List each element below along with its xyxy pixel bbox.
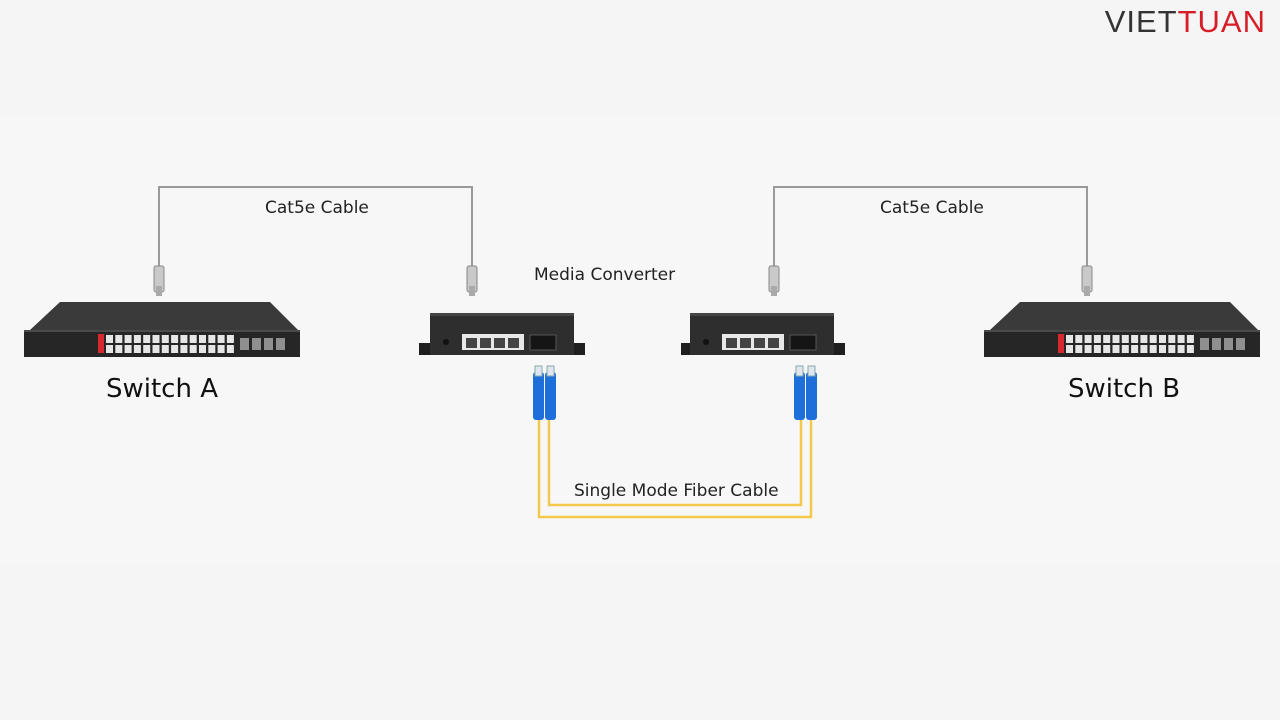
ethernet-port — [208, 345, 216, 353]
ethernet-port — [171, 335, 179, 343]
media-converter-right — [681, 313, 845, 355]
rj45-plug-icon — [768, 265, 780, 296]
ethernet-port — [115, 345, 123, 353]
ethernet-port — [152, 335, 160, 343]
sc-connector-icon — [794, 365, 817, 420]
ethernet-port — [1168, 335, 1176, 343]
ethernet-port — [1093, 345, 1101, 353]
ethernet-port — [1186, 345, 1194, 353]
ethernet-port — [1186, 335, 1194, 343]
ethernet-port — [199, 345, 206, 353]
ethernet-port — [106, 335, 113, 343]
ethernet-port — [1149, 345, 1157, 353]
ethernet-port — [124, 345, 132, 353]
switch-a-label: Switch A — [106, 374, 219, 404]
ethernet-port — [1131, 345, 1139, 353]
ethernet-port — [161, 335, 169, 343]
ethernet-port — [1112, 345, 1120, 353]
cat5e-cable-left-label: Cat5e Cable — [265, 198, 369, 218]
ethernet-port — [1121, 335, 1129, 343]
media-converter-label: Media Converter — [534, 265, 676, 285]
ethernet-port — [1177, 335, 1185, 343]
ethernet-port — [226, 345, 234, 353]
ethernet-port — [1131, 335, 1139, 343]
ethernet-port — [1168, 345, 1176, 353]
ethernet-port — [1121, 345, 1129, 353]
ethernet-port — [1103, 335, 1111, 343]
ethernet-port — [199, 335, 206, 343]
ethernet-port — [171, 345, 179, 353]
ethernet-port — [1093, 335, 1101, 343]
ethernet-port — [217, 345, 225, 353]
ethernet-port — [1140, 335, 1148, 343]
cat5e-cable-left — [158, 186, 473, 290]
ethernet-port — [133, 335, 141, 343]
viettuan-logo: VIETTUAN — [1104, 4, 1266, 39]
ethernet-port — [1140, 345, 1148, 353]
ethernet-port — [1112, 335, 1120, 343]
fiber-cable — [537, 420, 813, 519]
ethernet-port — [106, 345, 113, 353]
ethernet-port — [1075, 335, 1083, 343]
ethernet-port — [226, 335, 234, 343]
ethernet-port — [1103, 345, 1111, 353]
cat5e-cable-right-label: Cat5e Cable — [880, 198, 984, 218]
switch-b-device — [984, 302, 1260, 357]
rj45-plug-icon — [466, 265, 478, 296]
media-converter-left — [419, 313, 585, 355]
ethernet-port — [1075, 345, 1083, 353]
ethernet-port — [208, 335, 216, 343]
ethernet-port — [189, 345, 197, 353]
ethernet-port — [1066, 335, 1073, 343]
cat5e-cable-right — [773, 186, 1088, 290]
ethernet-port — [143, 335, 151, 343]
ethernet-port — [1149, 335, 1157, 343]
ethernet-port — [1177, 345, 1185, 353]
ethernet-port — [1159, 335, 1166, 343]
ethernet-port — [1159, 345, 1166, 353]
ethernet-port — [1066, 345, 1073, 353]
ethernet-port — [152, 345, 160, 353]
rj45-plug-icon — [153, 265, 165, 296]
switch-a-device — [24, 302, 300, 357]
fiber-cable-label: Single Mode Fiber Cable — [574, 481, 779, 501]
ethernet-port — [189, 335, 197, 343]
ethernet-port — [1084, 345, 1092, 353]
ethernet-port — [180, 345, 188, 353]
ethernet-port — [1084, 335, 1092, 343]
ethernet-port — [217, 335, 225, 343]
switch-b-label: Switch B — [1068, 374, 1181, 404]
ethernet-port — [143, 345, 151, 353]
sc-connector-icon — [533, 365, 556, 420]
ethernet-port — [180, 335, 188, 343]
ethernet-port — [115, 335, 123, 343]
ethernet-port — [124, 335, 132, 343]
rj45-plug-icon — [1081, 265, 1093, 296]
ethernet-port — [161, 345, 169, 353]
ethernet-port — [133, 345, 141, 353]
